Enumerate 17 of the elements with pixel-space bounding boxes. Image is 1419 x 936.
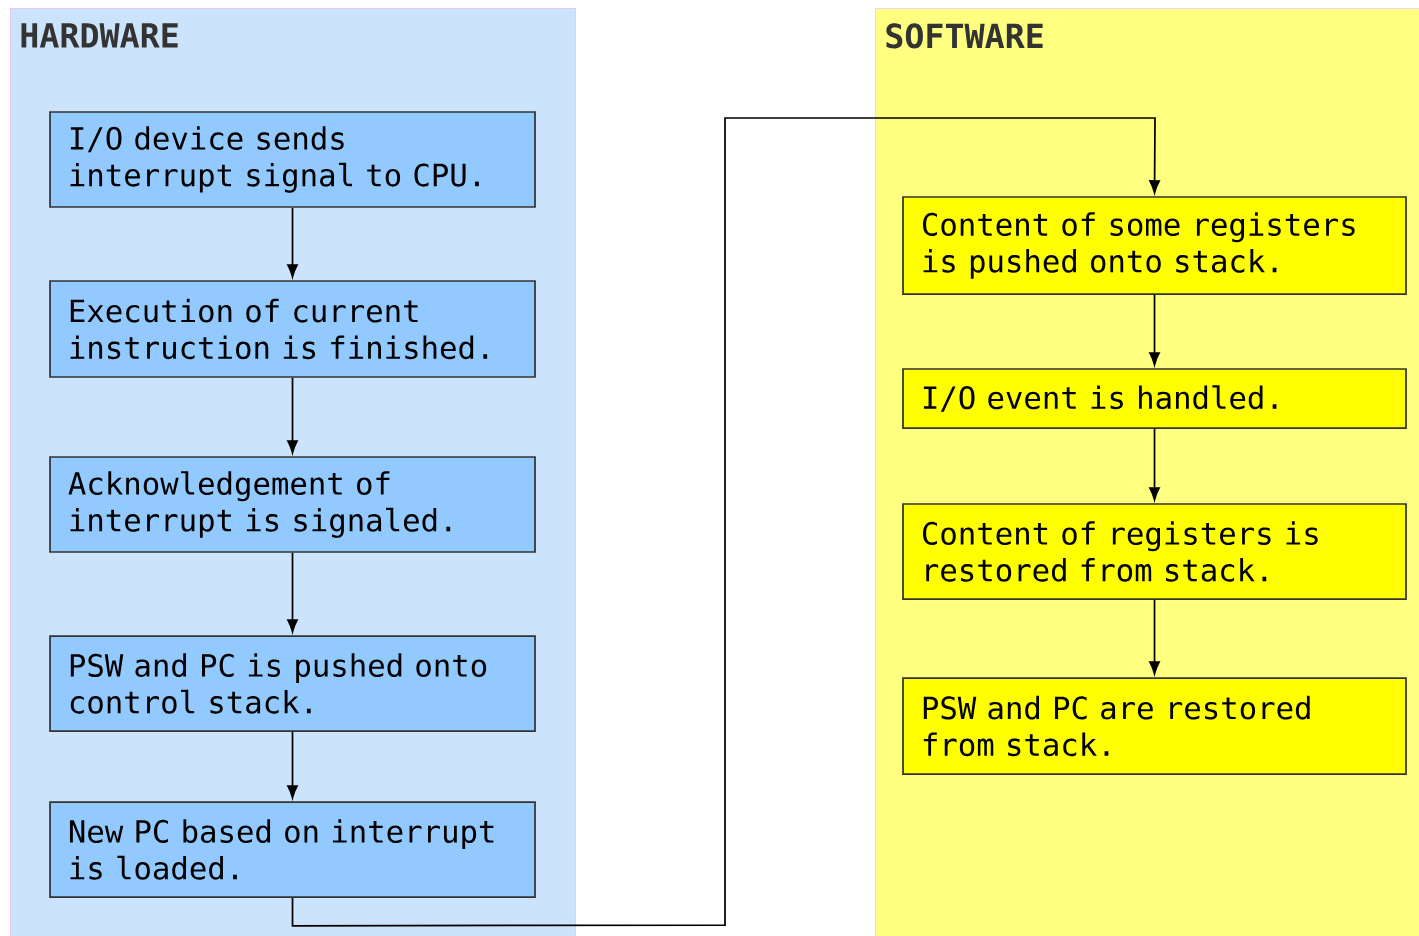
process-box: Execution of current instruction is finished.	[49, 280, 536, 378]
process-box: PSW and PC is pushed onto control stack.	[49, 635, 536, 732]
process-box: I/O event is handled.	[902, 368, 1407, 429]
arrow	[1149, 599, 1160, 675]
arrow	[287, 207, 298, 278]
process-box: PSW and PC are restored from stack.	[902, 677, 1407, 775]
arrow	[287, 377, 298, 454]
arrow	[287, 552, 298, 633]
arrow	[1149, 294, 1160, 366]
arrow	[291, 117, 1160, 927]
process-box: Acknowledgement of interrupt is signaled.	[49, 456, 536, 553]
process-box: Content of some registers is pushed onto stack.	[902, 196, 1407, 295]
process-box: New PC based on interrupt is loaded.	[49, 801, 536, 898]
process-box: I/O device sends interrupt signal to CPU.	[49, 111, 536, 208]
arrow	[287, 731, 298, 799]
arrow	[1149, 428, 1160, 501]
process-box: Content of registers is restored from stack.	[902, 503, 1407, 600]
